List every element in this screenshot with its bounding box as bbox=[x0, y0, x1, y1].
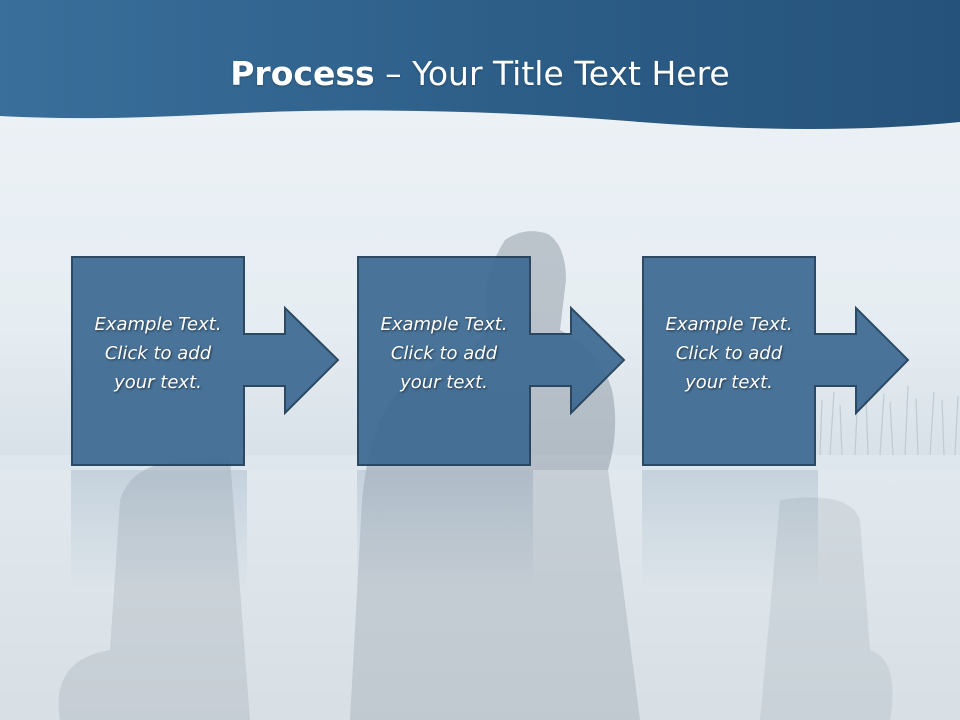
arrow-block-shape bbox=[642, 256, 910, 466]
step-text[interactable]: Example Text. Click to add your text. bbox=[380, 314, 508, 393]
header-banner bbox=[0, 0, 960, 129]
step-text[interactable]: Example Text. Click to add your text. bbox=[94, 314, 222, 393]
title-rest: – Your Title Text Here bbox=[374, 54, 730, 93]
arrow-block-shape bbox=[357, 256, 626, 466]
step-reflection bbox=[71, 470, 247, 590]
step-reflection bbox=[357, 470, 533, 590]
slide-title[interactable]: Process – Your Title Text Here bbox=[0, 52, 960, 96]
arrow-block-shape bbox=[71, 256, 340, 466]
step-reflection bbox=[642, 470, 818, 590]
title-bold: Process bbox=[230, 54, 375, 93]
step-text[interactable]: Example Text. Click to add your text. bbox=[665, 314, 793, 393]
process-step-2[interactable]: Example Text. Click to add your text. bbox=[357, 256, 637, 468]
process-step-1[interactable]: Example Text. Click to add your text. bbox=[71, 256, 351, 468]
process-step-3[interactable]: Example Text. Click to add your text. bbox=[642, 256, 922, 468]
